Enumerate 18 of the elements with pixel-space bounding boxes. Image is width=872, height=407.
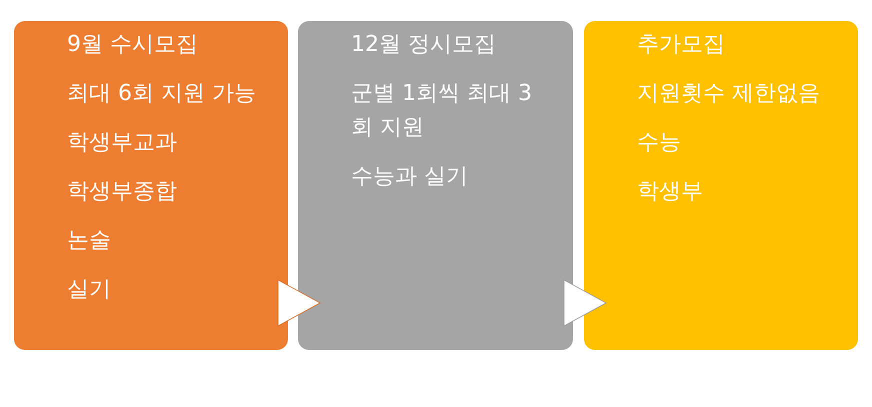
arrow — [564, 280, 606, 326]
list-item: 군별 1회씩 최대 3회 지원 — [351, 80, 533, 142]
box-heading: 추가모집 — [637, 31, 726, 59]
list-item: 학생부교과 — [67, 129, 178, 157]
list-item: 논술 — [67, 227, 112, 255]
stage-box — [584, 21, 858, 350]
list-item: 학생부 — [637, 178, 704, 206]
arrow — [278, 280, 320, 326]
stage-box — [14, 21, 288, 350]
list-item: 학생부종합 — [67, 178, 178, 206]
box-heading: 9월 수시모집 — [67, 31, 199, 59]
box-heading: 12월 정시모집 — [351, 31, 497, 59]
list-item: 수능과 실기 — [351, 163, 469, 191]
list-item: 실기 — [67, 276, 112, 304]
list-item: 최대 6회 지원 가능 — [67, 80, 257, 108]
list-item: 수능 — [637, 129, 682, 157]
stage-box — [298, 21, 573, 350]
list-item: 지원횟수 제한없음 — [637, 80, 821, 108]
